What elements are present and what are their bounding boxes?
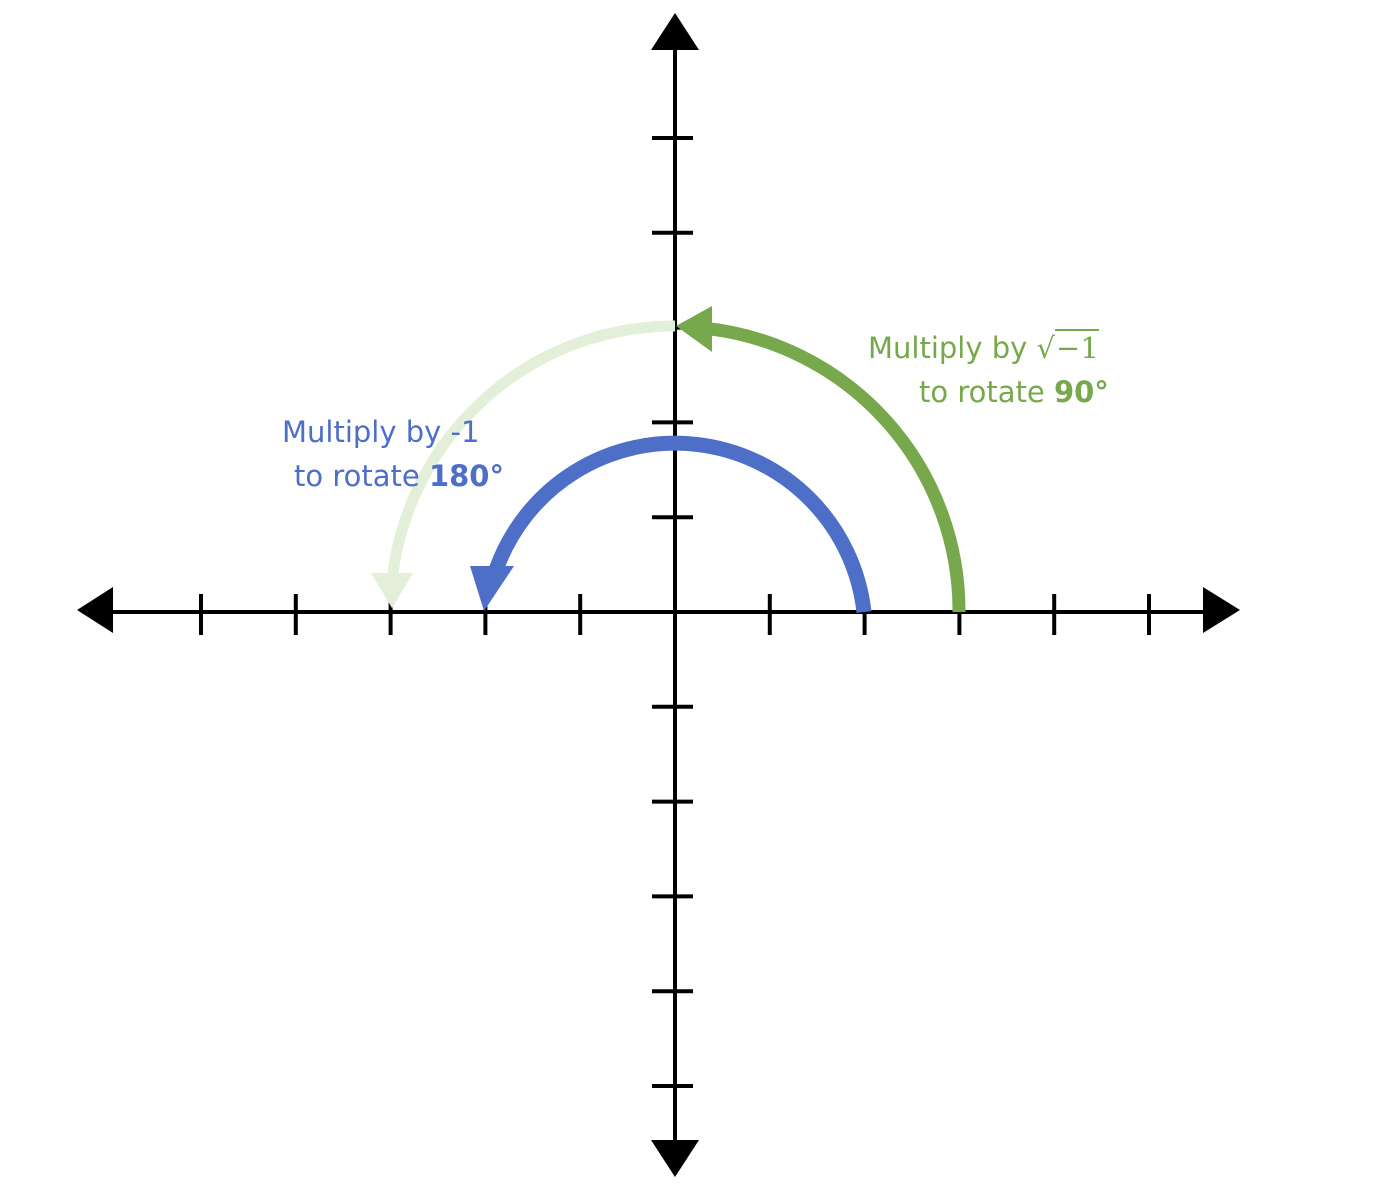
axes <box>77 13 1240 1177</box>
x-axis-left-arrowhead <box>77 587 113 633</box>
sqrt-expression: √−1 <box>1037 326 1099 370</box>
sqrt-radicand: −1 <box>1055 329 1099 365</box>
blue-rotation-label: Multiply by -1 to rotate 180° <box>282 410 504 498</box>
green-label-prefix: Multiply by <box>868 331 1037 365</box>
y-axis-top-arrowhead <box>651 13 699 50</box>
blue-label-angle: 180° <box>428 459 504 493</box>
blue-label-prefix: to rotate <box>294 459 429 493</box>
green-arrowhead <box>676 306 712 352</box>
x-axis-right-arrowhead <box>1203 587 1240 633</box>
green-label-angle: 90° <box>1053 375 1109 409</box>
blue-label-line1: Multiply by -1 <box>282 415 480 449</box>
green-rotation-label: Multiply by √−1 to rotate 90° <box>868 326 1109 414</box>
y-axis-bottom-arrowhead <box>651 1140 699 1177</box>
blue-rotation-arc <box>488 435 872 613</box>
blue-arrowhead <box>470 566 514 611</box>
blue-label-line2: to rotate 180° <box>282 454 504 498</box>
green-label-line1: Multiply by √−1 <box>868 326 1109 370</box>
green-label-prefix2: to rotate <box>919 375 1054 409</box>
sqrt-sign: √ <box>1036 331 1056 365</box>
faded-arrowhead <box>371 573 413 608</box>
faded-rotation-arc <box>385 320 676 596</box>
green-rotation-arc <box>701 321 966 613</box>
green-label-line2: to rotate 90° <box>868 370 1109 414</box>
